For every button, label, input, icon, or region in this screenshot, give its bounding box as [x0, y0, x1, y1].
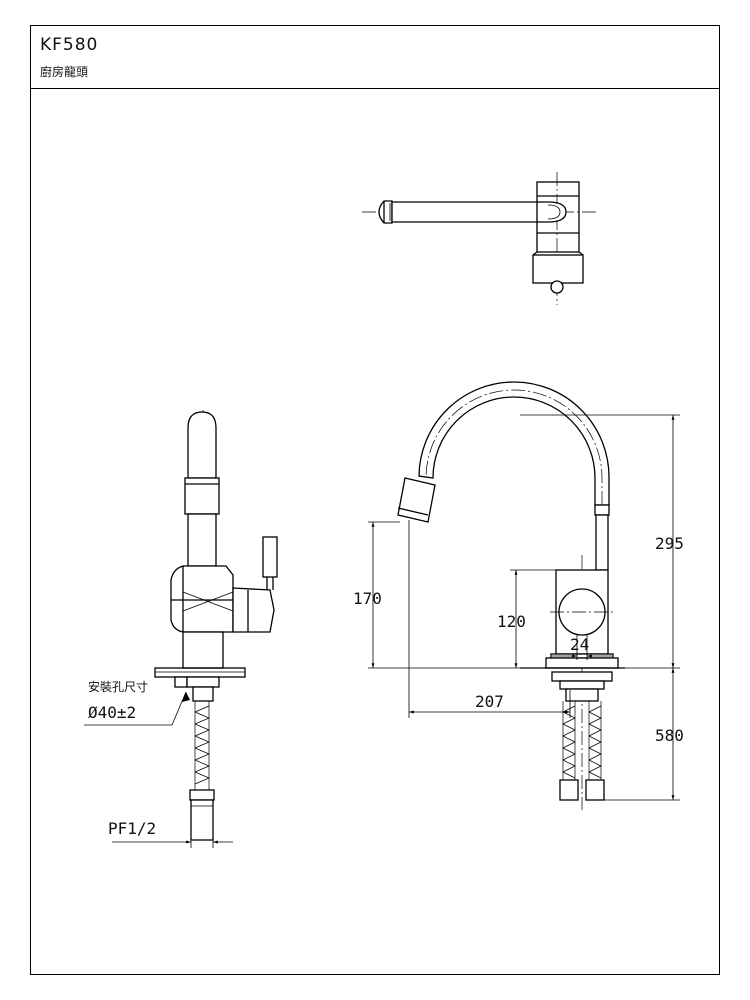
dimension-295: 295 — [655, 534, 684, 553]
product-name: 廚房龍頭 — [40, 65, 89, 79]
dimension-120: 120 — [497, 612, 526, 631]
side-view-hoses — [189, 701, 215, 841]
mount-hole-label: 安裝孔尺寸 — [88, 679, 148, 694]
front-view-hoses — [559, 701, 605, 801]
title-block: KF580 廚房龍頭 — [31, 26, 719, 89]
side-view: PF1/2 安裝孔尺寸 Ø40±2 — [84, 410, 278, 848]
mount-hole-size: Ø40±2 — [88, 703, 136, 722]
top-view — [362, 172, 598, 305]
drawing-sheet: KF580 廚房龍頭 — [30, 25, 720, 975]
dimension-170: 170 — [353, 589, 382, 608]
dimension-207: 207 — [475, 692, 504, 711]
thread-size-label: PF1/2 — [108, 819, 156, 838]
front-view: 295 580 170 120 24 207 — [353, 381, 684, 810]
dimension-580: 580 — [655, 726, 684, 745]
dimension-24: 24 — [570, 635, 589, 654]
model-number: KF580 — [40, 35, 99, 55]
